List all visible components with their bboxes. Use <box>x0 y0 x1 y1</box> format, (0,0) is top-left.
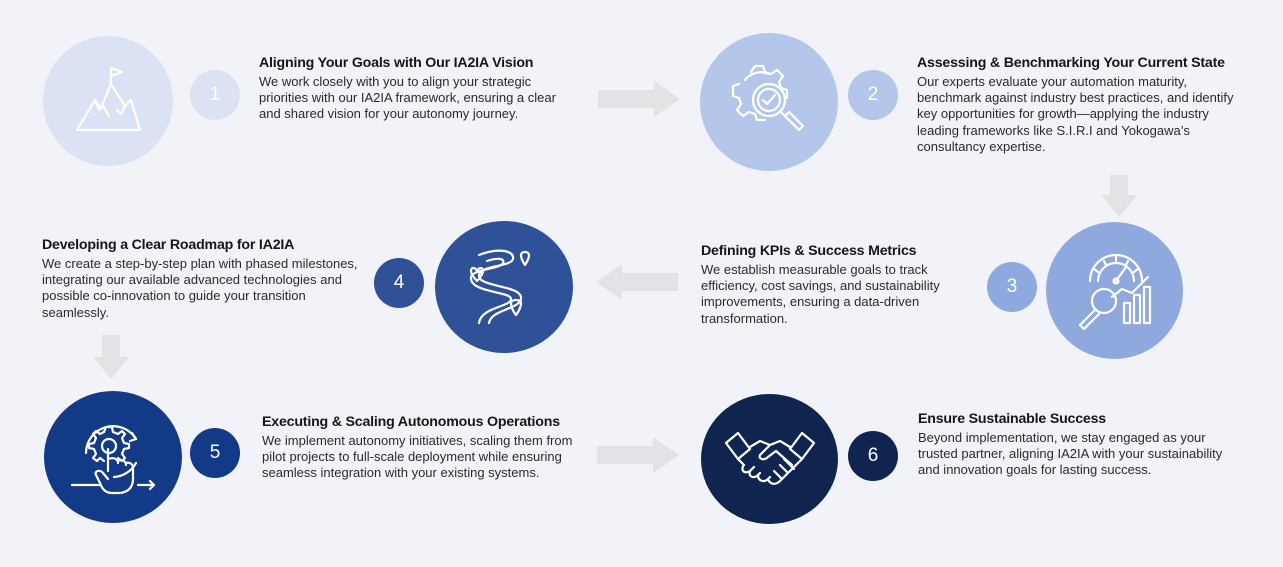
step-3-description: We establish measurable goals to track e… <box>701 262 940 326</box>
step-4-number: 4 <box>374 258 424 308</box>
step-1-circle <box>43 36 173 166</box>
step-4-circle <box>435 221 573 353</box>
step-3-number-label: 3 <box>1006 276 1018 297</box>
step-5-text: Executing & Scaling Autonomous Operation… <box>262 413 587 482</box>
step-5-description: We implement autonomy initiatives, scali… <box>262 433 573 481</box>
step-3-title: Defining KPIs & Success Metrics <box>701 243 917 259</box>
step-4-title: Developing a Clear Roadmap for IA2IA <box>42 237 295 253</box>
step-6-text: Ensure Sustainable Success Beyond implem… <box>918 410 1243 479</box>
arrow-right-1-to-2 <box>598 81 680 117</box>
arrow-down-4-to-5 <box>93 335 129 379</box>
winding-road-pins-icon <box>469 249 531 325</box>
step-2-text: Assessing & Benchmarking Your Current St… <box>917 54 1247 155</box>
step-2-number-label: 2 <box>867 84 879 105</box>
handshake-icon <box>724 431 815 485</box>
step-6-number: 6 <box>848 431 898 481</box>
step-5-title: Executing & Scaling Autonomous Operation… <box>262 414 560 430</box>
hand-gear-cycle-icon <box>70 425 156 495</box>
step-6-number-label: 6 <box>867 445 879 466</box>
step-6-title: Ensure Sustainable Success <box>918 411 1106 427</box>
step-1-text: Aligning Your Goals with Our IA2IA Visio… <box>259 54 559 123</box>
step-2-title: Assessing & Benchmarking Your Current St… <box>917 55 1225 71</box>
arrow-down-2-to-3 <box>1101 175 1137 217</box>
step-1-title: Aligning Your Goals with Our IA2IA Visio… <box>259 55 534 71</box>
step-3-text: Defining KPIs & Success Metrics We estab… <box>701 242 986 327</box>
step-2-description: Our experts evaluate your automation mat… <box>917 74 1234 154</box>
arrow-left-3-to-4 <box>596 264 678 300</box>
step-1-description: We work closely with you to align your s… <box>259 74 556 122</box>
step-2-number: 2 <box>848 70 898 120</box>
step-1-number-label: 1 <box>209 84 221 105</box>
step-1-number: 1 <box>190 70 240 120</box>
mountain-flag-icon <box>75 66 142 132</box>
step-3-circle <box>1046 222 1183 359</box>
step-3-number: 3 <box>987 262 1037 312</box>
step-5-number-label: 5 <box>209 442 221 463</box>
step-4-description: We create a step-by-step plan with phase… <box>42 256 358 320</box>
arrow-right-5-to-6 <box>597 437 679 473</box>
gear-magnifier-check-icon <box>731 64 805 132</box>
gauge-magnifier-chart-icon <box>1078 253 1151 330</box>
step-6-description: Beyond implementation, we stay engaged a… <box>918 430 1223 478</box>
step-6-circle <box>701 394 838 524</box>
step-5-number: 5 <box>190 428 240 478</box>
step-4-number-label: 4 <box>393 272 405 293</box>
step-2-circle <box>700 33 838 171</box>
step-4-text: Developing a Clear Roadmap for IA2IA We … <box>42 236 362 321</box>
step-5-circle <box>44 391 182 523</box>
